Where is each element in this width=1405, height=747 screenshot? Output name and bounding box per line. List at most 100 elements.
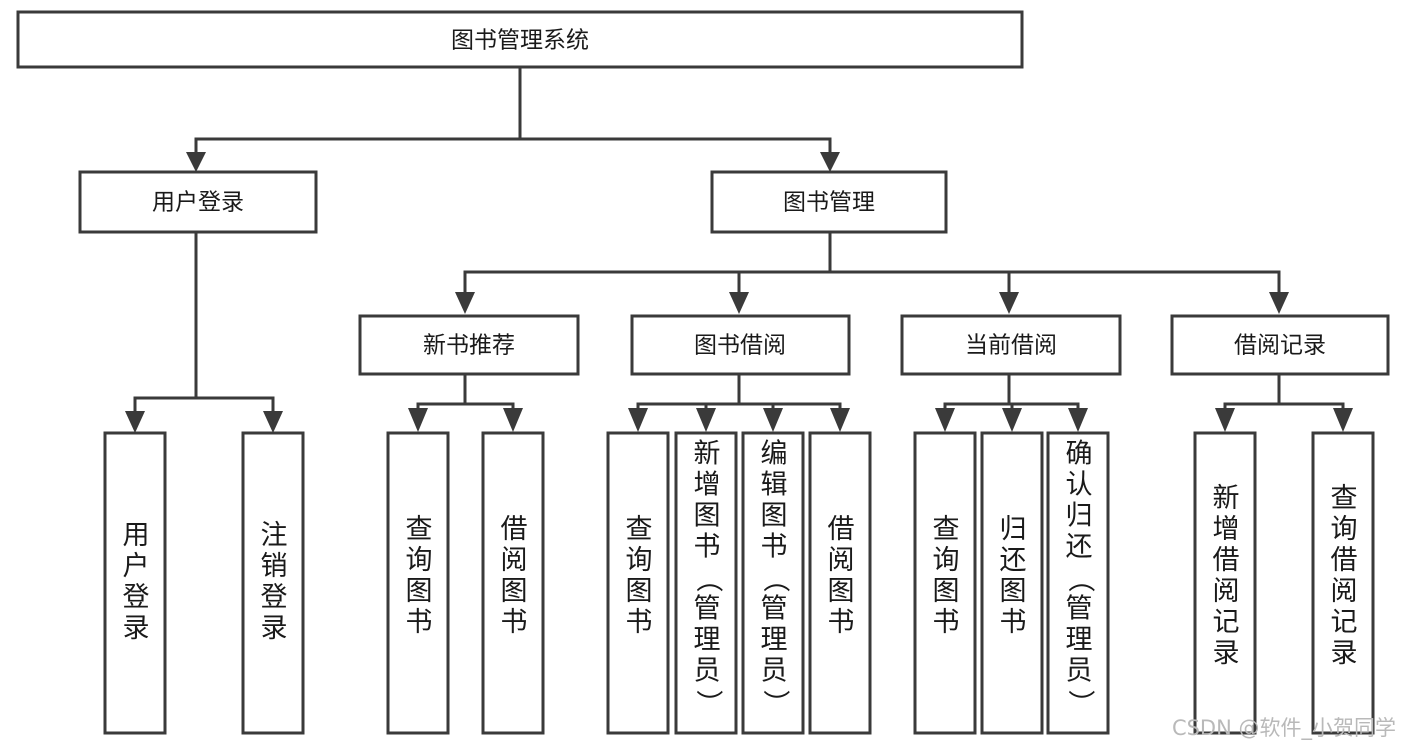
svg-text:询: 询 [1331,514,1358,545]
svg-text:管: 管 [694,594,721,625]
svg-text:管: 管 [761,594,788,625]
node-new-book-recommend-label: 新书推荐 [423,333,515,359]
svg-text:图: 图 [406,576,433,607]
svg-text:查: 查 [406,514,433,545]
arrowhead-book-borrow-leaf-2 [763,408,783,432]
arrowhead-book-borrow [729,292,749,314]
svg-text:记: 记 [1213,607,1240,638]
node-book-borrow[interactable]: 图书借阅 [630,314,851,376]
leaf-new-book-1-box [481,431,545,735]
leaf-book-borrow-2-box [741,431,805,735]
arrowhead-book-borrow-leaf-3 [830,408,850,432]
svg-text:书: 书 [406,607,433,638]
leaf-user-login-0-label: 用户登录 [123,520,150,644]
svg-text:图: 图 [761,501,788,532]
svg-text:借: 借 [1213,545,1240,576]
node-root[interactable]: 图书管理系统 [16,10,1024,69]
svg-text:录: 录 [261,613,288,644]
svg-text:理: 理 [1066,625,1093,656]
svg-text:员: 员 [694,656,721,687]
svg-text:确: 确 [1066,439,1093,470]
svg-text:阅: 阅 [828,545,855,576]
svg-text:理: 理 [694,625,721,656]
svg-text:图: 图 [501,576,528,607]
leaf-book-borrow-3-box [808,431,872,735]
node-book-manage-label: 图书管理 [783,190,875,216]
svg-text:）: ） [760,690,791,717]
arrowhead-current-borrow-leaf-0 [935,408,955,432]
svg-text:书: 书 [694,532,721,563]
leaf-user-login-0[interactable]: 用户登录 [103,431,167,735]
svg-text:注: 注 [261,520,288,551]
node-borrow-record[interactable]: 借阅记录 [1170,314,1390,376]
svg-text:借: 借 [828,514,855,545]
svg-text:用: 用 [123,520,150,551]
svg-text:还: 还 [1066,532,1093,563]
svg-text:阅: 阅 [1331,576,1358,607]
arrowhead-user-login [186,152,206,172]
svg-text:图: 图 [933,576,960,607]
svg-text:书: 书 [933,607,960,638]
arrowhead-book-borrow-leaf-1 [696,408,716,432]
node-root-label: 图书管理系统 [451,28,589,54]
node-current-borrow[interactable]: 当前借阅 [900,314,1122,376]
arrowhead-borrow-record-leaf-0 [1215,408,1235,432]
svg-text:图: 图 [694,501,721,532]
svg-text:书: 书 [1000,607,1027,638]
svg-text:（: （ [693,566,724,593]
svg-text:理: 理 [761,625,788,656]
svg-text:销: 销 [261,551,288,582]
node-new-book-recommend[interactable]: 新书推荐 [358,314,580,376]
svg-text:员: 员 [1066,656,1093,687]
node-book-manage-box [710,170,948,234]
arrowhead-current-borrow [999,292,1019,314]
svg-text:借: 借 [501,514,528,545]
leaf-current-borrow-1-box [980,431,1044,735]
svg-text:（: （ [760,566,791,593]
svg-text:询: 询 [933,545,960,576]
arrowhead-borrow-record-leaf-1 [1333,408,1353,432]
svg-text:新: 新 [694,439,721,470]
node-book-borrow-box [630,314,851,376]
svg-text:）: ） [693,690,724,717]
svg-text:查: 查 [933,514,960,545]
svg-text:增: 增 [1213,514,1240,545]
node-borrow-record-label: 借阅记录 [1234,333,1326,359]
svg-text:书: 书 [501,607,528,638]
svg-text:还: 还 [1000,545,1027,576]
arrowhead-user-login-leaf-0 [125,411,145,433]
svg-text:归: 归 [1000,514,1027,545]
svg-text:管: 管 [1066,594,1093,625]
node-book-borrow-label: 图书借阅 [694,333,786,359]
svg-text:图: 图 [626,576,653,607]
node-book-manage[interactable]: 图书管理 [710,170,948,234]
node-user-login-box [78,170,318,234]
node-user-login[interactable]: 用户登录 [78,170,318,234]
svg-text:登: 登 [123,582,150,613]
svg-text:记: 记 [1331,607,1358,638]
svg-text:借: 借 [1331,545,1358,576]
svg-text:询: 询 [406,545,433,576]
arrowhead-new-book-leaf-1 [503,408,523,432]
leaf-borrow-record-1-box [1311,431,1375,735]
